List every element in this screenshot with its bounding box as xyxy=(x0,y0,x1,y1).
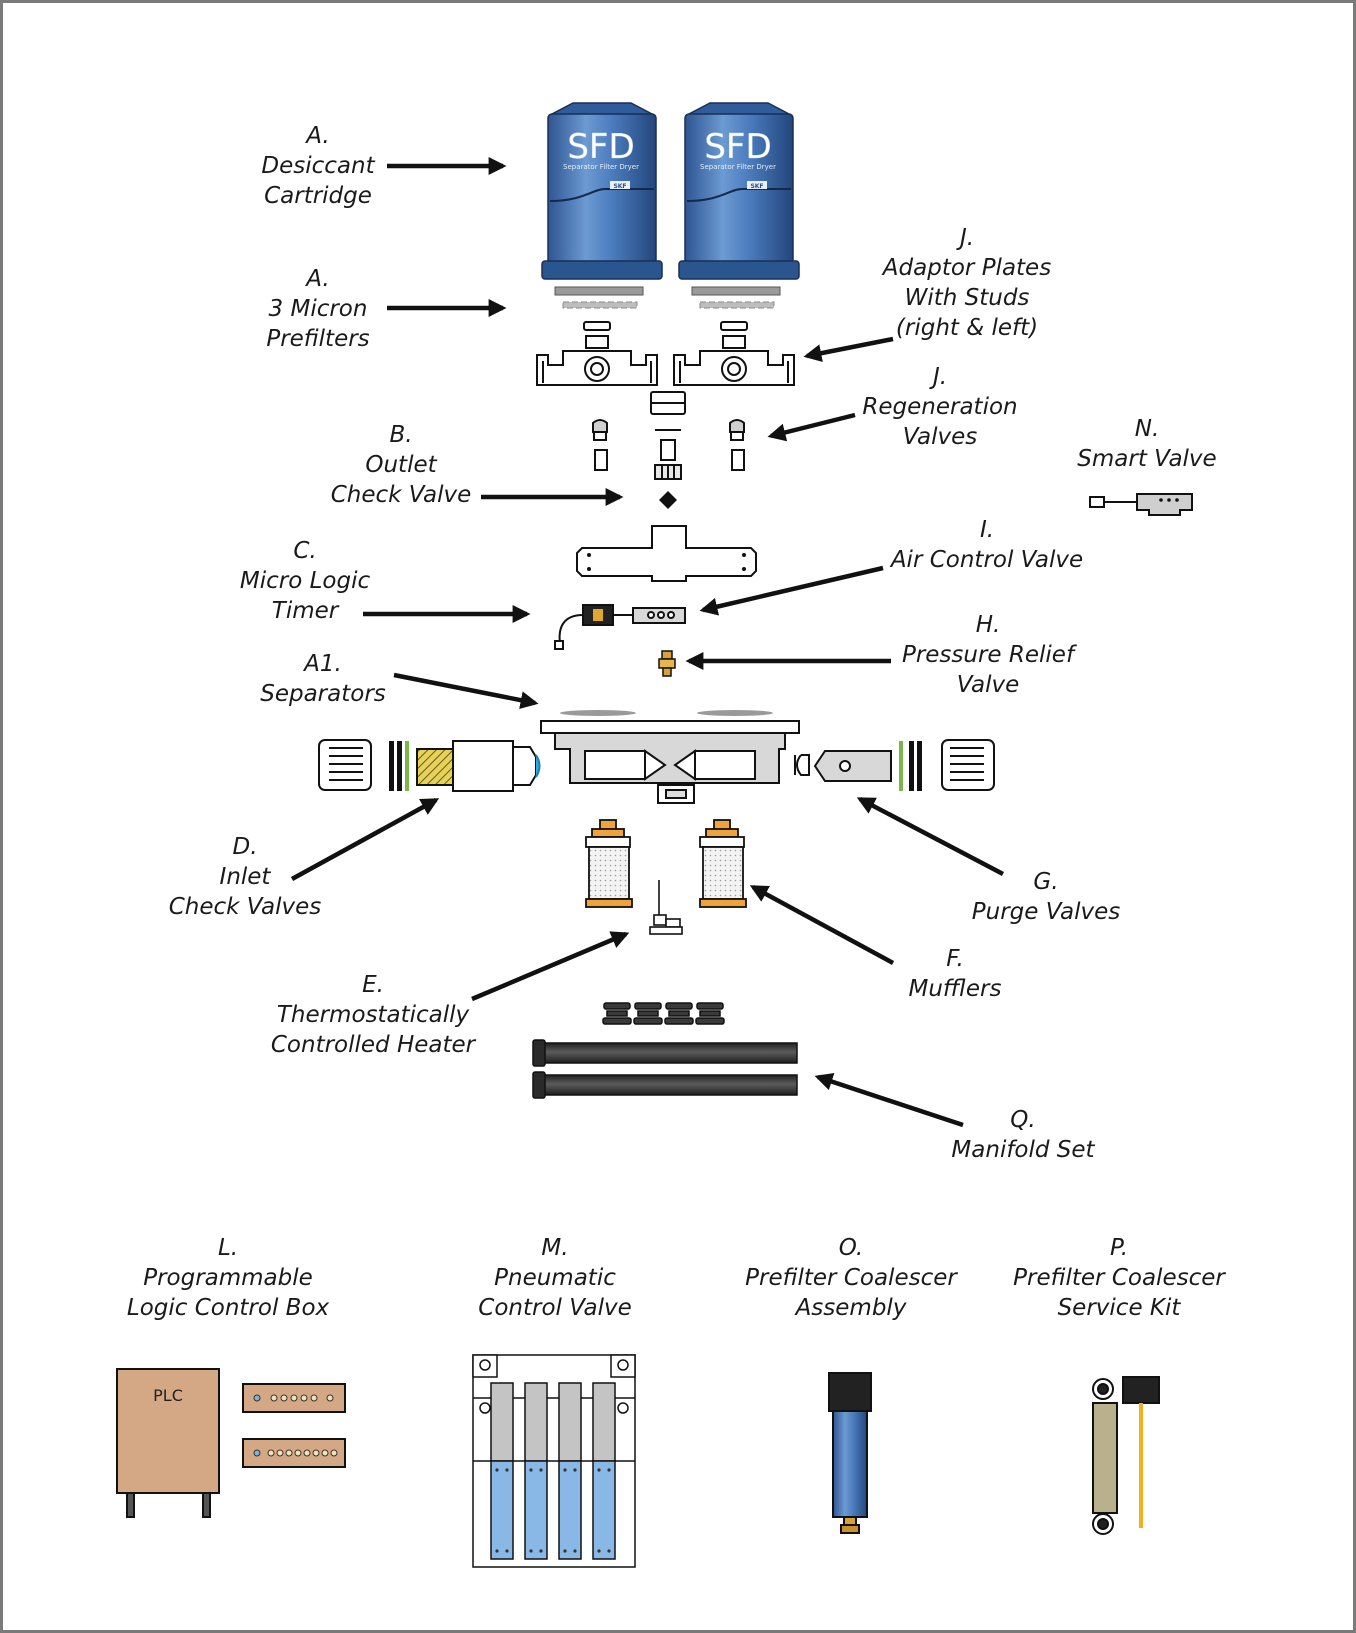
label-micron-prefilters: A. 3 Micron Prefilters xyxy=(266,266,370,352)
cartridge-subtitle: Separator Filter Dryer xyxy=(700,163,776,171)
cartridge-subtitle: Separator Filter Dryer xyxy=(563,163,639,171)
purge-valve xyxy=(794,739,995,791)
arrow-icon xyxy=(393,672,539,710)
label-prefilter-assembly: O. Prefilter Coalescer Assembly xyxy=(745,1235,957,1321)
label-micro-logic-timer: C. Micro Logic Timer xyxy=(239,538,371,624)
label-plc: L. Programmable Logic Control Box xyxy=(126,1235,330,1321)
plc-label: PLC xyxy=(153,1386,183,1405)
pressure-relief-valve xyxy=(658,650,676,677)
arrow-icon xyxy=(290,798,440,881)
label-purge-valves: G. Purge Valves xyxy=(971,869,1121,925)
label-pressure-relief-valve: H. Pressure Relief Valve xyxy=(901,612,1075,698)
arrow-icon xyxy=(699,565,884,616)
label-desiccant-cartridge: A. Desiccant Cartridge xyxy=(261,123,375,209)
inlet-check-valve xyxy=(318,739,541,792)
muffler-icon xyxy=(699,819,747,908)
arrow-icon xyxy=(814,1072,964,1128)
exploded-parts-drawing: SFD Separator Filter Dryer SKF SFD Separ… xyxy=(116,102,1193,1568)
label-heater: E. Thermostatically Controlled Heater xyxy=(270,972,476,1058)
arrow-icon xyxy=(749,885,895,965)
arrow-icon xyxy=(856,797,1005,876)
prefilters xyxy=(554,286,781,309)
label-adaptor-plates: J. Adaptor Plates With Studs (right & le… xyxy=(882,225,1052,341)
arrow-icon xyxy=(803,336,894,363)
muffler-icon xyxy=(585,819,633,908)
tee-plate-holes xyxy=(587,553,746,571)
label-separators: A1. Separators xyxy=(260,651,386,707)
heater-icon xyxy=(649,880,683,935)
plc-terminal-dots xyxy=(253,1394,338,1457)
cartridge-brand: SFD xyxy=(567,127,634,167)
regeneration-valves xyxy=(592,391,745,480)
arrow-icon xyxy=(471,931,630,1002)
cartridge-badge: SKF xyxy=(750,183,763,190)
label-outlet-check-valve: B. Outlet Check Valve xyxy=(330,422,472,508)
manifold-fittings xyxy=(602,1002,725,1025)
micro-logic-timer xyxy=(554,604,686,650)
pneumatic-valve-screws xyxy=(495,1468,611,1553)
filter-housing-icon xyxy=(828,1372,872,1534)
label-mufflers: F. Mufflers xyxy=(908,946,1002,1002)
smart-valve xyxy=(1089,493,1193,516)
pointer-arrows xyxy=(290,157,1005,1128)
cartridge-left: SFD Separator Filter Dryer SKF xyxy=(541,102,663,280)
outlet-check-valve-icon xyxy=(659,491,677,509)
plc-box-icon: PLC xyxy=(116,1368,346,1518)
manifold-pipe-icon xyxy=(532,1039,798,1099)
adaptor-plates xyxy=(536,321,795,386)
label-manifold-set: Q. Manifold Set xyxy=(951,1107,1095,1163)
cartridge-right: SFD Separator Filter Dryer SKF xyxy=(678,102,800,280)
cartridge-brand: SFD xyxy=(704,127,771,167)
service-kit xyxy=(1092,1376,1160,1535)
label-service-kit: P. Prefilter Coalescer Service Kit xyxy=(1013,1235,1225,1321)
label-smart-valve: N. Smart Valve xyxy=(1077,416,1217,472)
tee-plate xyxy=(576,525,757,582)
label-regeneration-valves: J. Regeneration Valves xyxy=(862,364,1018,450)
cartridge-badge: SKF xyxy=(613,183,626,190)
label-inlet-check-valves: D. Inlet Check Valves xyxy=(168,834,322,920)
pneumatic-control-valve xyxy=(472,1354,636,1568)
label-air-control-valve: I. Air Control Valve xyxy=(890,517,1084,573)
arrow-icon xyxy=(767,412,856,442)
label-pneumatic-control-valve: M. Pneumatic Control Valve xyxy=(478,1235,632,1321)
separator-block xyxy=(540,710,800,804)
